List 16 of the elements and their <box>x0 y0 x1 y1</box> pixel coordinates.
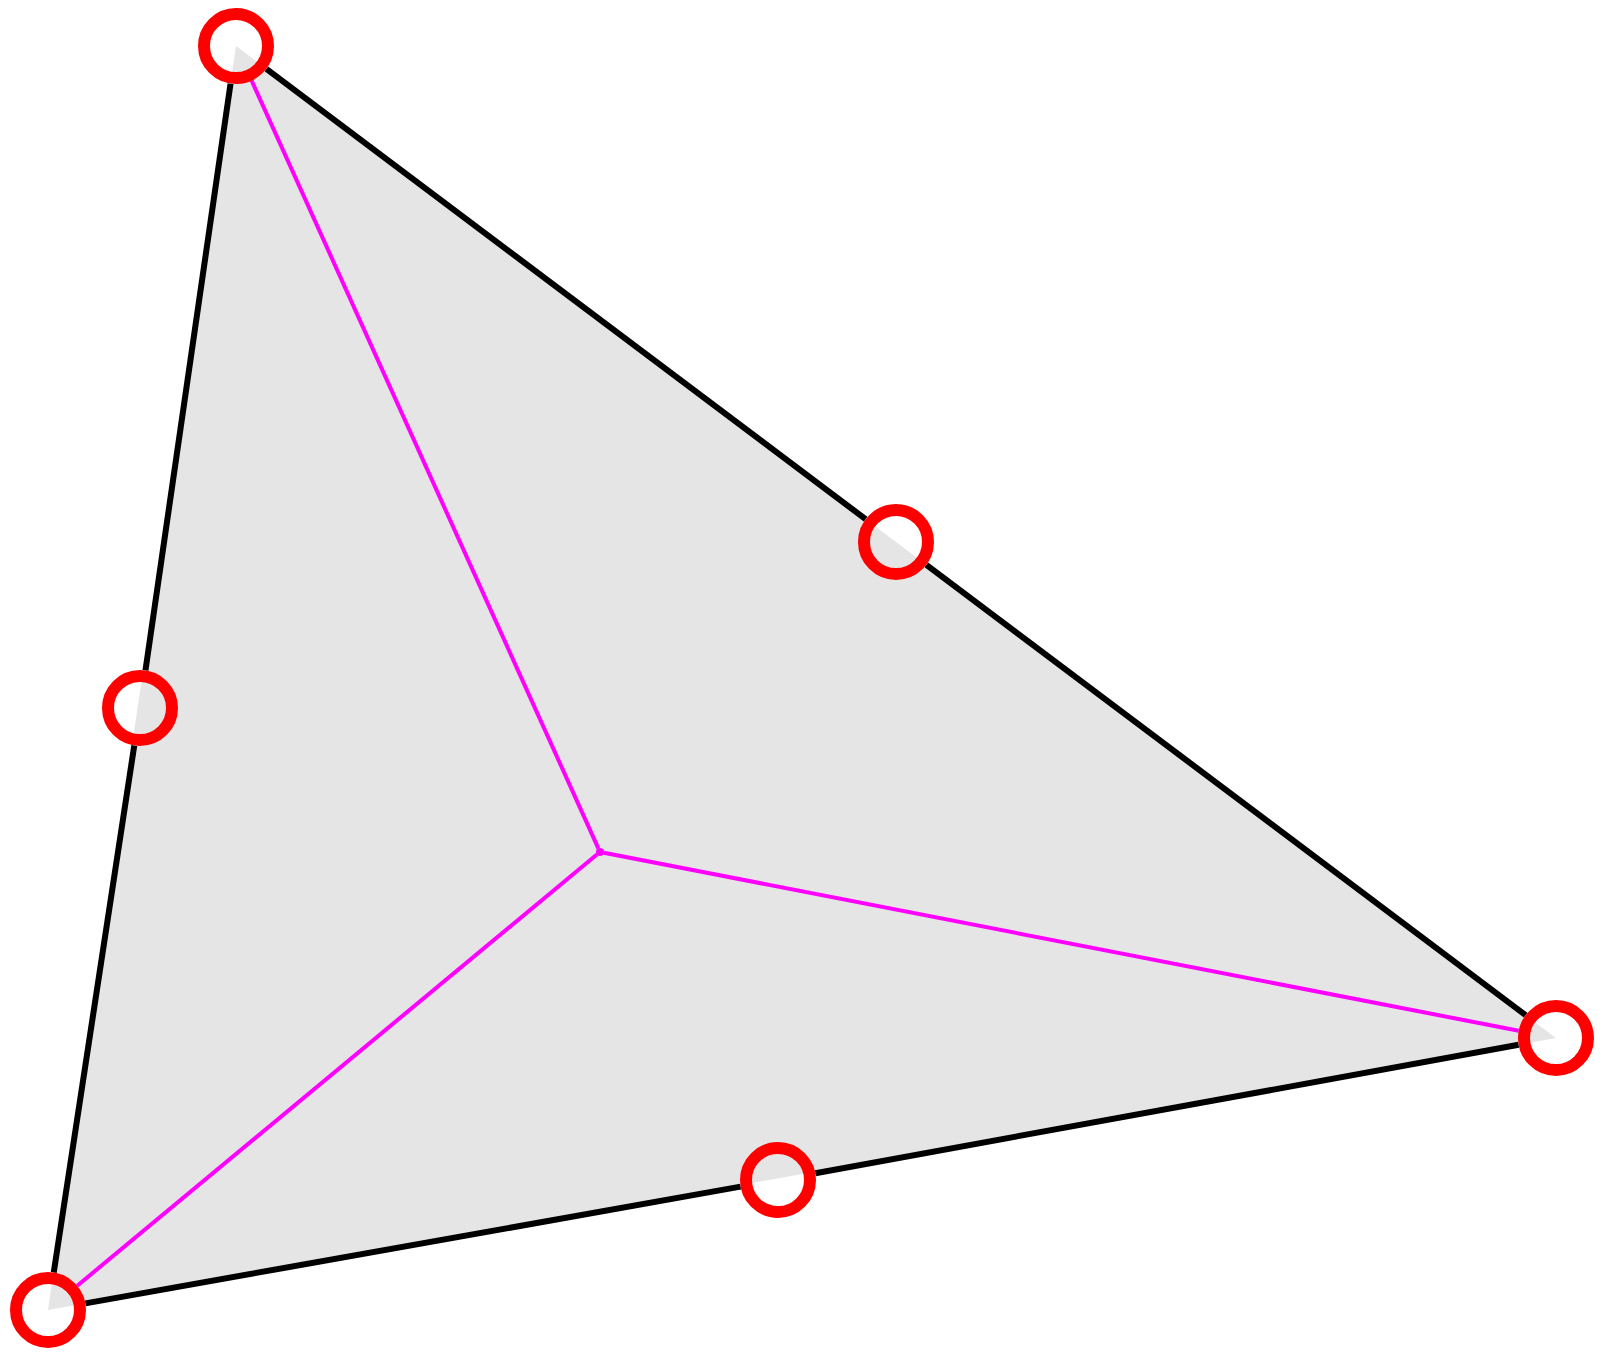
vertex-circle <box>102 670 178 746</box>
connector-line <box>75 853 599 1288</box>
vertex-circle <box>198 8 274 84</box>
vertex-circle <box>740 1142 816 1218</box>
connector-line <box>603 850 1520 1033</box>
connector-line <box>50 745 138 1273</box>
connector-line <box>142 83 234 671</box>
junction-point <box>596 848 604 856</box>
connector-line <box>924 562 1528 1018</box>
connector-line <box>814 1041 1520 1177</box>
vertex-circle <box>858 504 934 580</box>
vertex-circle <box>1518 1000 1594 1076</box>
vertex-circle <box>10 1272 86 1348</box>
connector-line <box>264 66 868 522</box>
connector-line <box>84 1183 742 1307</box>
connector-line <box>249 79 601 850</box>
